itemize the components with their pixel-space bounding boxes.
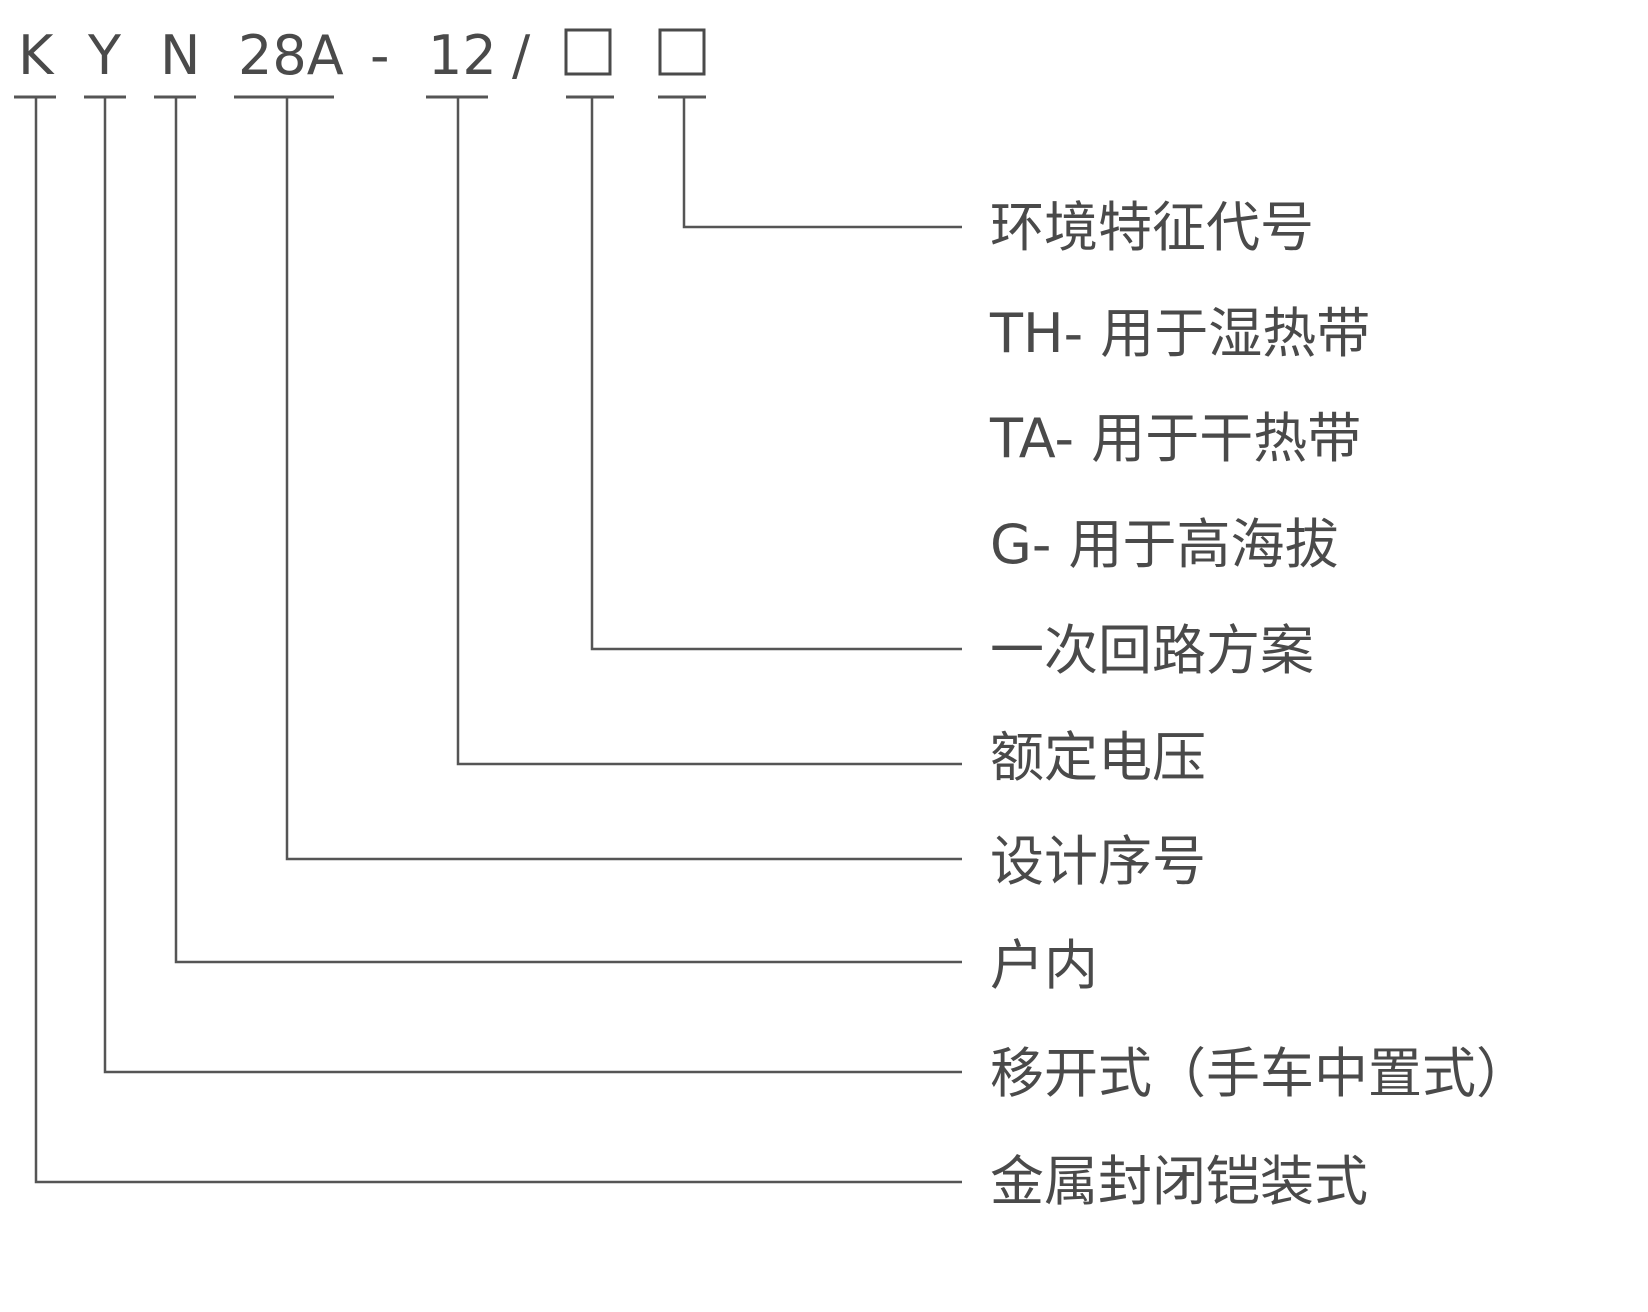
code-slash: / (512, 24, 531, 87)
label-circuit-scheme: 一次回路方案 (990, 619, 1314, 682)
leader-design-serial (285, 97, 962, 861)
label-indoor: 户内 (990, 934, 1098, 997)
label-env-ta: TA- 用于干热带 (989, 407, 1361, 470)
label-environment-code: 环境特征代号 (990, 196, 1314, 259)
leader-metal-enclosed (34, 97, 962, 1184)
leader-rated-voltage (456, 97, 962, 766)
label-env-th: TH- 用于湿热带 (989, 302, 1370, 365)
leader-circuit-scheme (590, 97, 962, 651)
code-n: N (160, 24, 200, 87)
leader-indoor (174, 97, 962, 964)
code-y: Y (87, 24, 122, 87)
label-rated-voltage: 额定电压 (990, 726, 1206, 789)
code-design-serial: 28A (238, 24, 344, 87)
label-metal-enclosed: 金属封闭铠装式 (990, 1150, 1368, 1213)
leader-removable (103, 97, 962, 1074)
code-placeholder-box-circuit (564, 28, 612, 76)
label-env-g: G- 用于高海拔 (990, 513, 1339, 576)
code-placeholder-box-environment (658, 28, 706, 76)
code-dash: - (370, 24, 390, 87)
label-removable: 移开式（手车中置式） (990, 1042, 1530, 1105)
code-voltage: 12 (428, 24, 497, 87)
label-design-serial: 设计序号 (990, 830, 1206, 893)
leader-environment (682, 97, 962, 229)
code-k: K (18, 24, 55, 87)
